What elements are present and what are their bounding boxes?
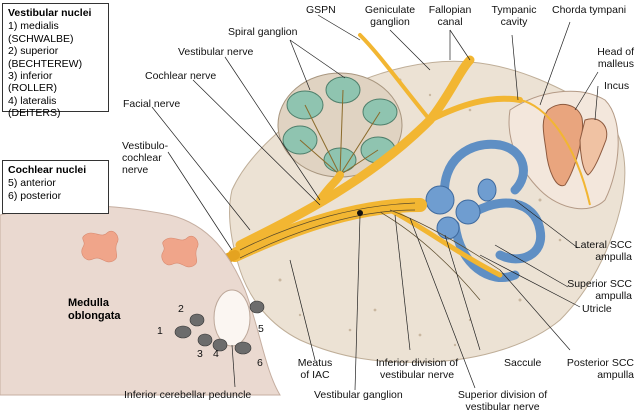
label-vestibular-ganglion: Vestibular ganglion: [314, 389, 403, 401]
label-inferior-division: Inferior division of vestibular nerve: [365, 357, 469, 381]
label-line: oblongata: [68, 310, 121, 323]
legend-line: (ROLLER): [8, 82, 103, 94]
label-line: Meatus: [293, 357, 337, 369]
legend-line: (DEITERS): [8, 107, 103, 119]
label-head-of-malleus: Head of malleus: [590, 46, 634, 70]
label-chorda-tympani: Chorda tympani: [552, 4, 626, 16]
label-line: vestibular nerve: [365, 369, 469, 381]
cochlear-nuclei-legend: Cochlear nuclei 5) anterior 6) posterior: [2, 160, 109, 214]
label-line: canal: [425, 16, 475, 28]
label-geniculate-ganglion: Geniculate ganglion: [364, 4, 416, 28]
label-line: ampulla: [560, 251, 632, 263]
label-line: Posterior SCC: [556, 357, 634, 369]
label-line: Lateral SCC: [560, 239, 632, 251]
nucleus-number-3: 3: [197, 348, 203, 360]
label-line: Vestibulo-: [122, 140, 168, 152]
legend-line: (BECHTEREW): [8, 58, 103, 70]
legend-line: 5) anterior: [8, 177, 103, 189]
label-line: Inferior division of: [365, 357, 469, 369]
legend-line: 3) inferior: [8, 70, 103, 82]
cochlear-nuclei-title: Cochlear nuclei: [8, 164, 103, 176]
legend-line: 4) lateralis: [8, 95, 103, 107]
label-line: Medulla: [68, 297, 121, 310]
legend-line: 2) superior: [8, 45, 103, 57]
label-superior-division: Superior division of vestibular nerve: [450, 389, 555, 413]
label-saccule: Saccule: [504, 357, 541, 369]
label-lateral-scc-ampulla: Lateral SCC ampulla: [560, 239, 632, 263]
nucleus-number-4: 4: [213, 348, 219, 360]
label-utricle: Utricle: [582, 303, 612, 315]
label-line: vestibular nerve: [450, 401, 555, 413]
vestibular-ganglion-marker: [357, 210, 363, 216]
label-posterior-scc-ampulla: Posterior SCC ampulla: [556, 357, 634, 381]
label-line: of IAC: [293, 369, 337, 381]
label-fallopian-canal: Fallopian canal: [425, 4, 475, 28]
label-vestibulocochlear-nerve: Vestibulo- cochlear nerve: [122, 140, 168, 176]
label-gspn: GSPN: [306, 4, 336, 16]
legend-line: 1) medialis: [8, 20, 103, 32]
label-medulla-oblongata: Medulla oblongata: [68, 297, 121, 323]
label-cochlear-nerve: Cochlear nerve: [145, 70, 216, 82]
label-line: Head of: [590, 46, 634, 58]
label-line: Tympanic: [487, 4, 541, 16]
inferior-cerebellar-peduncle-shape: [214, 290, 250, 346]
label-line: malleus: [590, 58, 634, 70]
vestibular-nuclei-title: Vestibular nuclei: [8, 7, 103, 19]
label-meatus-of-iac: Meatus of IAC: [293, 357, 337, 381]
label-tympanic-cavity: Tympanic cavity: [487, 4, 541, 28]
label-vestibular-nerve: Vestibular nerve: [178, 46, 253, 58]
label-facial-nerve: Facial nerve: [123, 98, 180, 110]
label-line: Fallopian: [425, 4, 475, 16]
nucleus-number-5: 5: [258, 323, 264, 335]
legend-line: (SCHWALBE): [8, 33, 103, 45]
nucleus-number-2: 2: [178, 303, 184, 315]
vestibular-nuclei-legend: Vestibular nuclei 1) medialis (SCHWALBE)…: [2, 3, 109, 112]
label-line: Superior division of: [450, 389, 555, 401]
label-incus: Incus: [604, 80, 629, 92]
label-line: ampulla: [556, 290, 632, 302]
nucleus-number-6: 6: [257, 357, 263, 369]
label-line: Superior SCC: [556, 278, 632, 290]
label-line: ganglion: [364, 16, 416, 28]
label-spiral-ganglion: Spiral ganglion: [228, 26, 297, 38]
label-line: ampulla: [556, 369, 634, 381]
label-line: cavity: [487, 16, 541, 28]
label-line: cochlear: [122, 152, 168, 164]
label-superior-scc-ampulla: Superior SCC ampulla: [556, 278, 632, 302]
label-line: Geniculate: [364, 4, 416, 16]
nucleus-number-1: 1: [157, 325, 163, 337]
label-line: nerve: [122, 164, 168, 176]
label-inferior-cerebellar-peduncle: Inferior cerebellar peduncle: [124, 389, 251, 401]
legend-line: 6) posterior: [8, 190, 103, 202]
